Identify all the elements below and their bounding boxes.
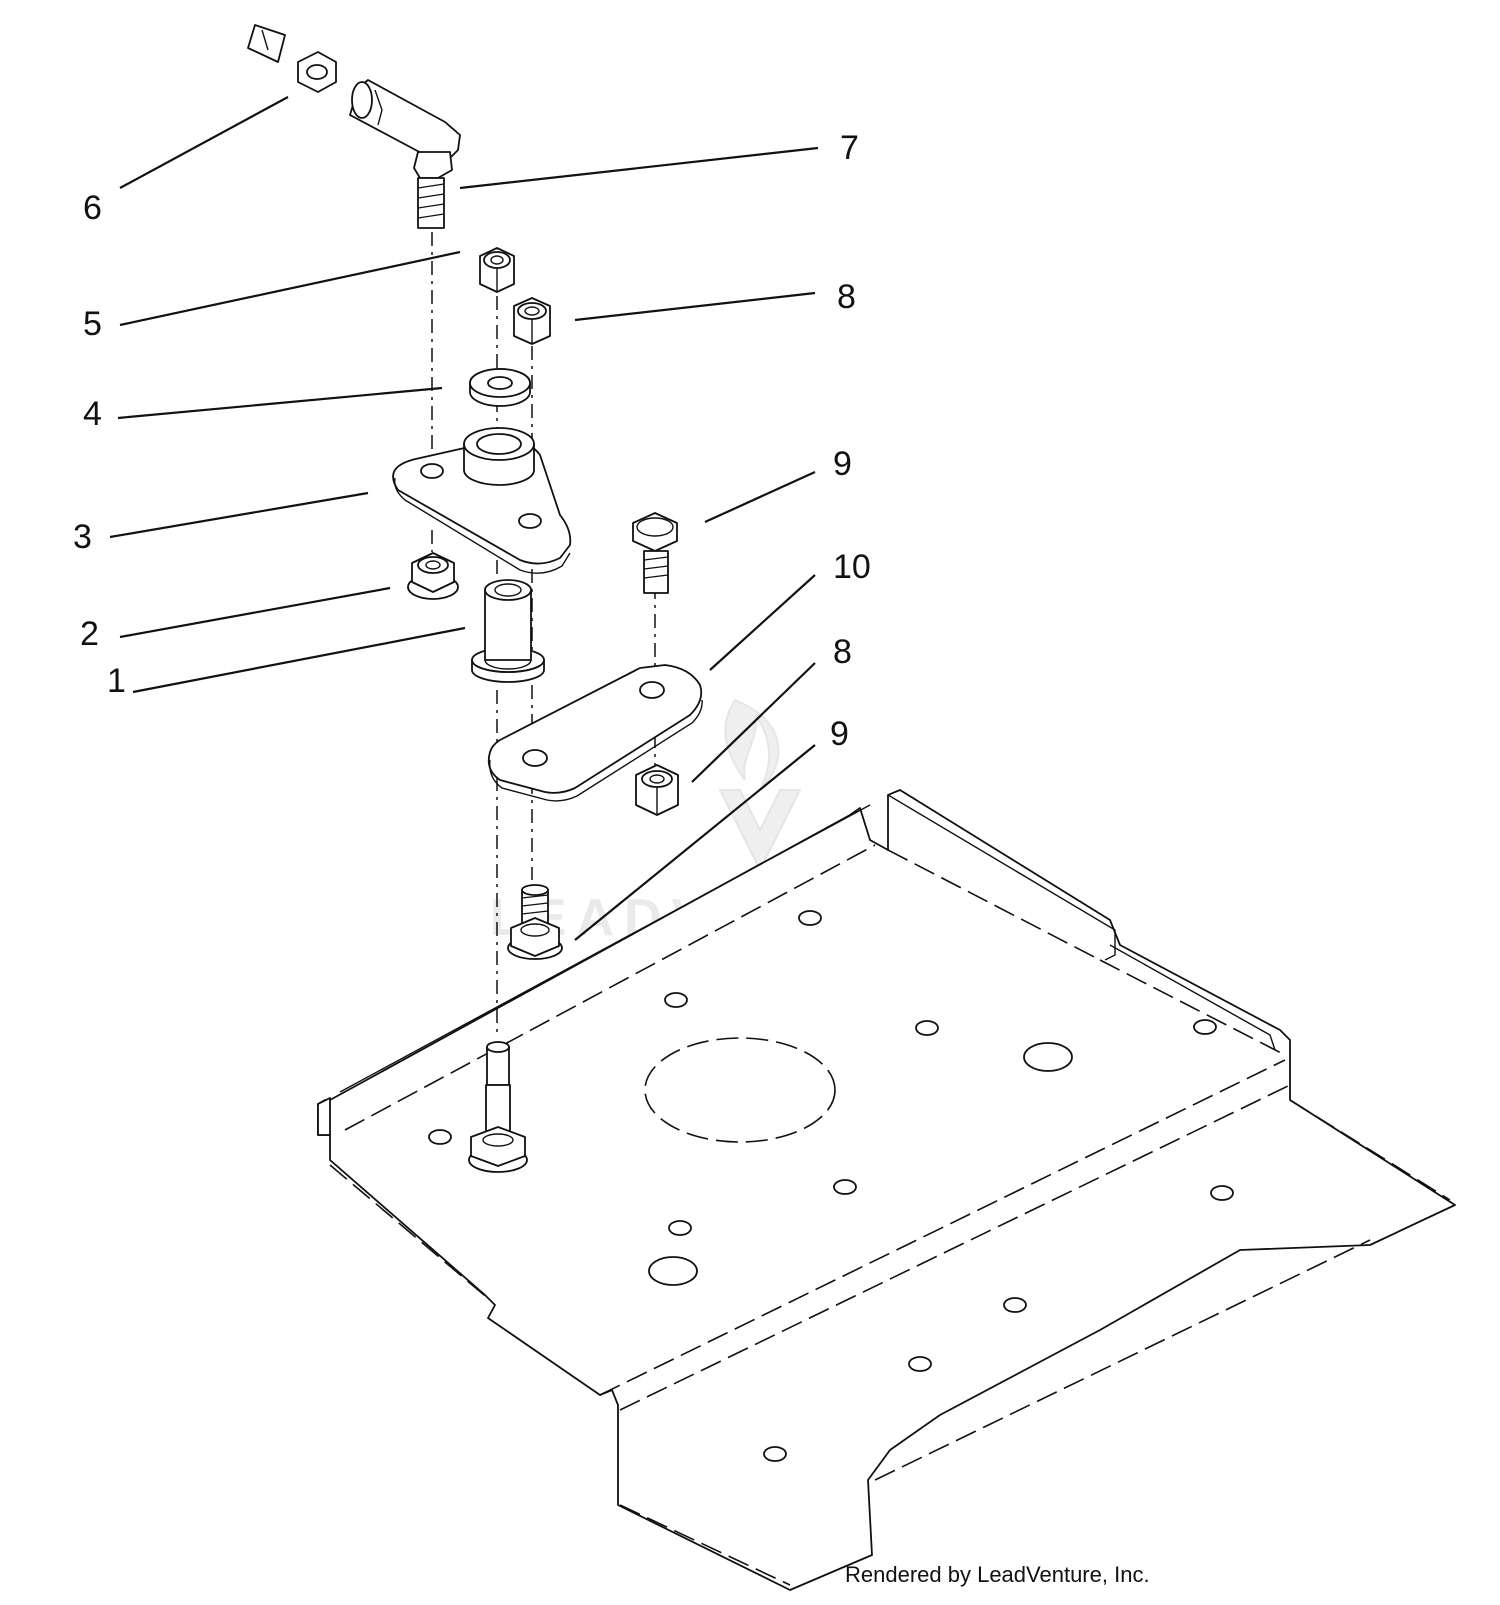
part-5-lock-nut: [479, 247, 515, 293]
callout-10: 10: [833, 548, 871, 586]
leader-lines: [109, 96, 819, 941]
plate-holes: [428, 910, 1234, 1462]
callout-5: 5: [83, 305, 102, 343]
base-plate: [317, 789, 1456, 1591]
part-2-flange-nut: [407, 552, 459, 600]
callout-4: 4: [83, 395, 102, 433]
part-9-bolt-lower: [507, 884, 563, 960]
callout-8-upper: 8: [837, 278, 856, 316]
render-credit: Rendered by LeadVenture, Inc.: [845, 1562, 1150, 1587]
callout-7: 7: [840, 129, 859, 167]
part-8-lock-nut-upper: [513, 297, 551, 345]
part-1-bushing: [471, 579, 545, 683]
part-6-nut-and-cable: [247, 24, 337, 93]
part-3-bracket: [392, 427, 572, 574]
part-8-lock-nut-lower: [635, 764, 679, 816]
part-4-washer: [469, 368, 531, 407]
callout-8-lower: 8: [833, 633, 852, 671]
callout-9-lower: 9: [830, 715, 849, 753]
callout-3: 3: [73, 518, 92, 556]
mounting-stud: [468, 1041, 528, 1173]
part-9-bolt-upper: [632, 512, 678, 594]
callout-2: 2: [80, 615, 99, 653]
part-10-link-plate: [487, 664, 703, 802]
callout-6: 6: [83, 189, 102, 227]
callout-1: 1: [107, 662, 126, 700]
callout-9-upper: 9: [833, 445, 852, 483]
part-7-ball-joint: [349, 79, 461, 229]
callout-numbers: 6 7 5 8 4 9 3 10 2 8 1 9: [73, 129, 871, 753]
